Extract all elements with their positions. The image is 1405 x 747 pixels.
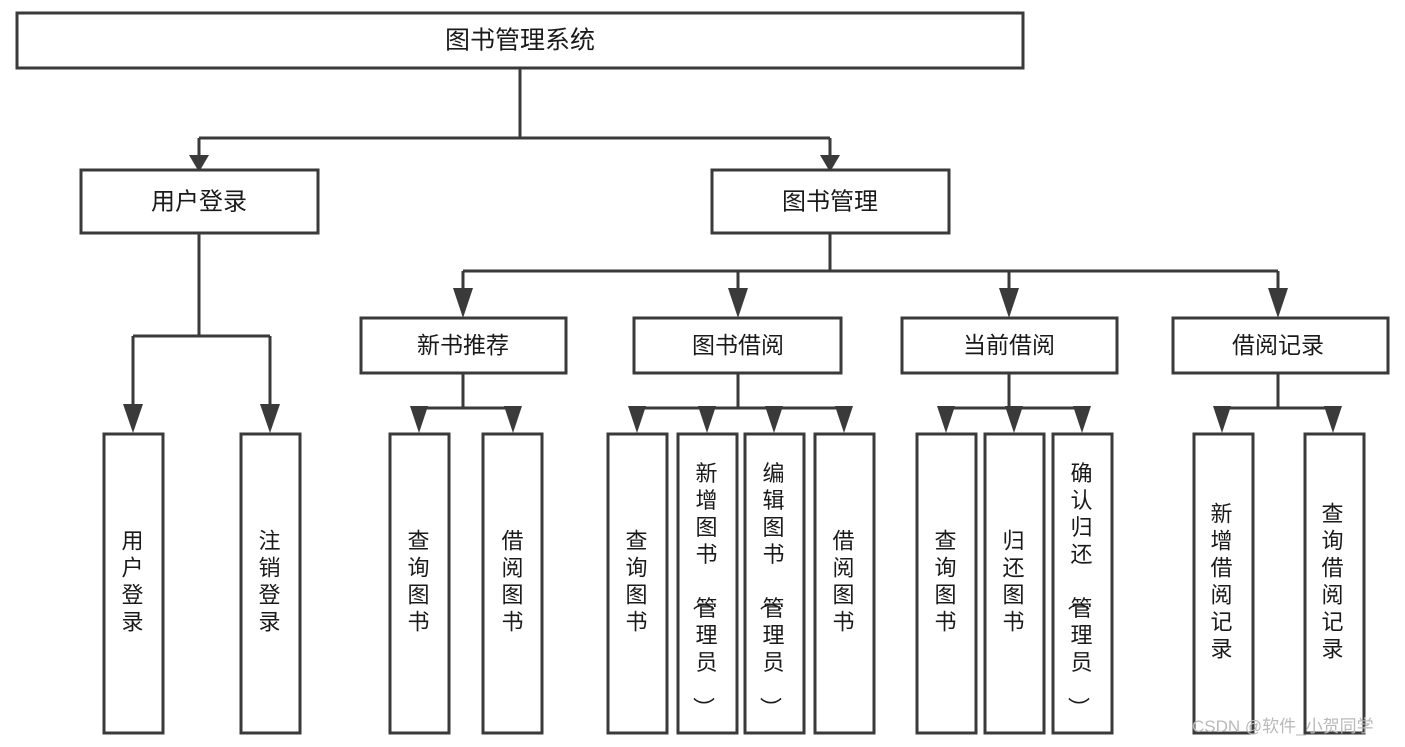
leaf-label: 查询图书 <box>934 528 957 634</box>
node-leaf[interactable]: 查询图书 <box>915 432 978 735</box>
node-leaf[interactable]: 查询图书 <box>388 432 451 735</box>
node-leaf[interactable]: 归还图书 <box>983 432 1046 735</box>
node-new-book-recommend-box[interactable] <box>359 316 568 375</box>
leaf-box[interactable] <box>1051 432 1114 735</box>
leaf-box[interactable] <box>481 432 544 735</box>
arrowhead-icon <box>937 406 955 433</box>
leaf-label: 查询图书 <box>625 528 648 634</box>
leaf-label: 确认归还（管理员） <box>1065 461 1093 720</box>
leaf-box[interactable] <box>239 432 302 735</box>
node-leaf[interactable]: 借阅图书 <box>813 432 876 735</box>
arrowhead-icon <box>1213 406 1231 433</box>
node-book-manage-label: 图书管理 <box>782 188 878 215</box>
arrowheads-layer <box>123 155 1342 433</box>
node-leaf[interactable]: 新增图书（管理员） <box>676 432 739 735</box>
arrowhead-icon <box>999 288 1019 318</box>
node-current-borrow-box[interactable] <box>900 316 1119 375</box>
node-borrow-record[interactable]: 借阅记录 <box>1171 316 1390 375</box>
arrowhead-icon <box>1005 406 1023 433</box>
leaf-label: 新增借阅记录 <box>1210 501 1233 661</box>
leaf-box[interactable] <box>1192 432 1255 735</box>
leaf-box[interactable] <box>606 432 669 735</box>
node-leaf[interactable]: 借阅图书 <box>481 432 544 735</box>
arrowhead-icon <box>835 406 853 433</box>
leaf-box[interactable] <box>1303 432 1366 735</box>
arrowhead-icon <box>820 155 840 172</box>
node-leaf[interactable]: 确认归还（管理员） <box>1051 432 1114 735</box>
node-leaf[interactable]: 查询图书 <box>606 432 669 735</box>
node-leaf[interactable]: 注销登录 <box>239 432 302 735</box>
arrowhead-icon <box>698 406 716 433</box>
leaf-label: 借阅图书 <box>832 528 855 634</box>
node-leaf[interactable]: 编辑图书（管理员） <box>743 432 806 735</box>
node-book-manage-box[interactable] <box>710 168 951 235</box>
node-user-login-label: 用户登录 <box>151 188 247 215</box>
node-root[interactable]: 图书管理系统 <box>15 11 1025 70</box>
node-current-borrow[interactable]: 当前借阅 <box>900 316 1119 375</box>
node-new-book-recommend-label: 新书推荐 <box>417 332 509 358</box>
node-book-borrow-box[interactable] <box>632 316 843 375</box>
node-book-borrow[interactable]: 图书借阅 <box>632 316 843 375</box>
arrowhead-icon <box>123 404 143 433</box>
leaf-label: 借阅图书 <box>501 528 524 634</box>
leaf-box[interactable] <box>915 432 978 735</box>
arrowhead-icon <box>1324 406 1342 433</box>
arrowhead-icon <box>410 406 428 433</box>
node-borrow-record-label: 借阅记录 <box>1232 332 1324 358</box>
leaf-label: 归还图书 <box>1002 528 1025 634</box>
arrowhead-icon <box>728 288 748 318</box>
arrowhead-icon <box>765 406 783 433</box>
arrowhead-icon <box>628 406 646 433</box>
leaf-box[interactable] <box>983 432 1046 735</box>
node-root-box[interactable] <box>15 11 1025 70</box>
leaf-label: 注销登录 <box>258 528 281 634</box>
node-user-login-box[interactable] <box>79 168 320 235</box>
node-borrow-record-box[interactable] <box>1171 316 1390 375</box>
arrowhead-icon <box>260 404 280 433</box>
node-root-label: 图书管理系统 <box>445 27 595 55</box>
node-book-borrow-label: 图书借阅 <box>692 332 784 358</box>
arrowhead-icon <box>453 288 473 318</box>
leaf-label: 用户登录 <box>121 528 144 634</box>
arrowhead-icon <box>504 406 522 433</box>
leaf-box[interactable] <box>813 432 876 735</box>
node-user-login[interactable]: 用户登录 <box>79 168 320 235</box>
node-leaf[interactable]: 查询借阅记录 <box>1303 432 1366 735</box>
leaf-label: 查询借阅记录 <box>1321 501 1344 661</box>
arrowhead-icon <box>189 155 209 172</box>
node-book-manage[interactable]: 图书管理 <box>710 168 951 235</box>
arrowhead-icon <box>1268 288 1288 318</box>
node-leaf[interactable]: 用户登录 <box>102 432 165 735</box>
leaf-box[interactable] <box>676 432 739 735</box>
leaf-label: 查询图书 <box>407 528 430 634</box>
leaf-box[interactable] <box>388 432 451 735</box>
leaf-label: 编辑图书（管理员） <box>757 461 785 720</box>
leaf-box[interactable] <box>743 432 806 735</box>
node-leaf[interactable]: 新增借阅记录 <box>1192 432 1255 735</box>
leaf-box[interactable] <box>102 432 165 735</box>
arrowhead-icon <box>1073 406 1091 433</box>
node-new-book-recommend[interactable]: 新书推荐 <box>359 316 568 375</box>
node-current-borrow-label: 当前借阅 <box>963 332 1055 358</box>
leaf-label: 新增图书（管理员） <box>690 461 718 720</box>
